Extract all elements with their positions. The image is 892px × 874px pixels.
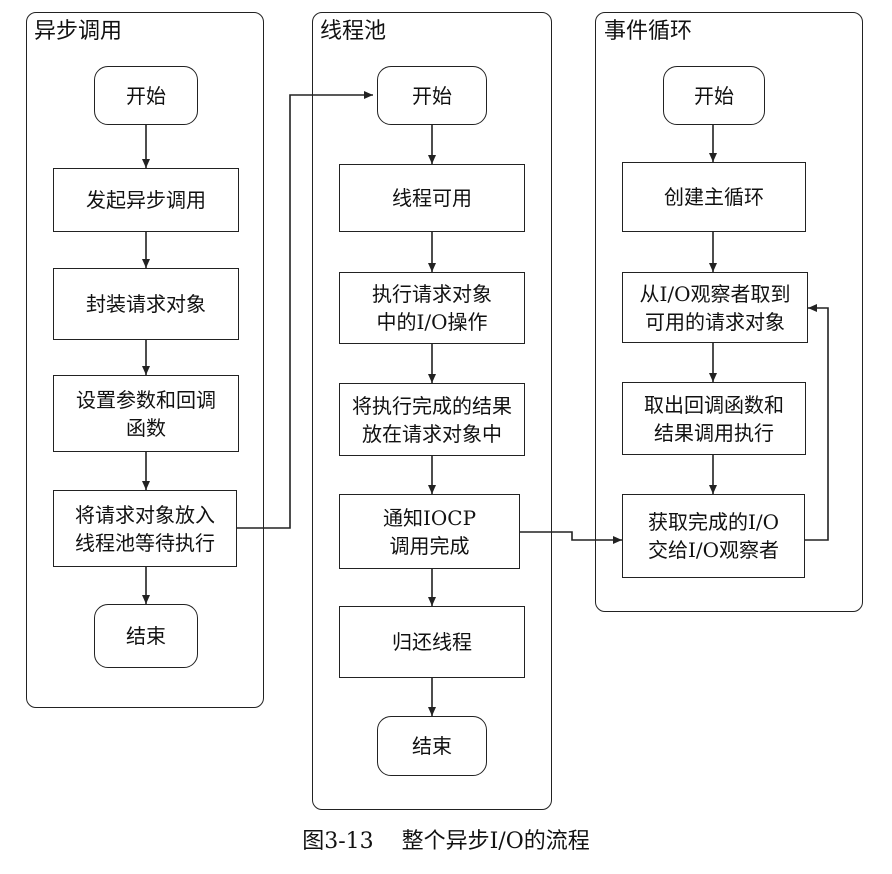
node-fetch-request-object: 从I/O观察者取到 可用的请求对象 [622,272,808,343]
node-run-callback: 取出回调函数和 结果调用执行 [622,382,806,455]
node-return-thread: 归还线程 [339,606,525,678]
node-set-params-callback: 设置参数和回调 函数 [53,375,239,452]
node-initiate-async-call: 发起异步调用 [53,168,239,232]
node-thread-available: 线程可用 [339,164,525,232]
lane-title-async-call: 异步调用 [34,19,123,44]
node-async-end: 结束 [94,604,198,668]
node-obtain-completed-io: 获取完成的I/O 交给I/O观察者 [622,494,805,578]
node-async-start: 开始 [94,66,198,125]
node-enqueue-threadpool: 将请求对象放入 线程池等待执行 [53,490,237,567]
node-notify-iocp: 通知IOCP 调用完成 [339,494,520,569]
lane-event-loop [595,12,863,612]
node-store-result: 将执行完成的结果 放在请求对象中 [339,383,525,456]
node-threadpool-end: 结束 [377,716,487,776]
lane-title-event-loop: 事件循环 [604,19,693,44]
node-eventloop-start: 开始 [663,66,765,125]
node-threadpool-start: 开始 [377,66,487,125]
node-execute-io: 执行请求对象 中的I/O操作 [339,272,525,344]
node-create-main-loop: 创建主循环 [622,162,806,232]
node-wrap-request-object: 封装请求对象 [53,268,239,340]
figure-caption: 图3-13 整个异步I/O的流程 [302,829,590,854]
lane-title-thread-pool: 线程池 [320,19,387,44]
